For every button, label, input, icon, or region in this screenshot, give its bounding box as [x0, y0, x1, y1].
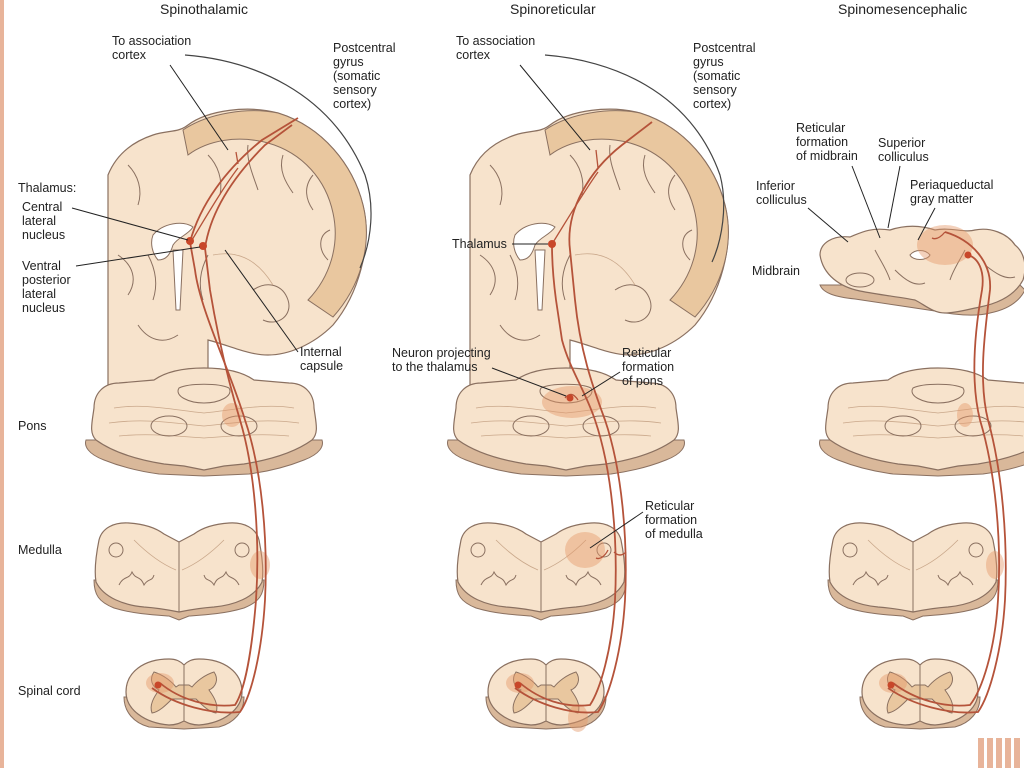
pontine-reticular-highlight	[542, 386, 602, 418]
cortex-arc	[544, 54, 725, 263]
label-reticular-formation-midbrain: Reticular formation of midbrain	[796, 121, 858, 163]
leader-reticular-midbrain	[851, 165, 881, 239]
leader-ventral-posterior	[75, 246, 201, 267]
medullary-branch	[595, 549, 627, 560]
spinomesencephalic-tract-1	[892, 254, 1000, 707]
label-ventral-posterior-lateral-nucleus: Ventral posterior lateral nucleus	[22, 259, 74, 315]
ventral-posterior-lateral-marker	[199, 242, 207, 250]
panel-spinomesencephalic: Spinomesencephalic Reticular formation o…	[752, 1, 1024, 730]
spinal-cord-section	[485, 658, 607, 730]
label-superior-colliculus: Superior colliculus	[878, 136, 929, 164]
central-lateral-nucleus-marker	[186, 237, 194, 245]
pontine-neuron-marker	[566, 394, 574, 402]
medulla-tract-highlight	[986, 551, 1004, 579]
label-to-association-cortex: To association cortex	[456, 34, 539, 62]
label-medulla: Medulla	[18, 543, 62, 557]
leader-neuron-projecting	[491, 367, 567, 397]
medulla-section	[827, 522, 999, 621]
spinothalamic-tract-1	[159, 124, 293, 707]
leader-reticular-medulla	[589, 511, 644, 549]
panel-spinoreticular: Spinoreticular To association cortex Pos…	[392, 1, 759, 732]
label-spinal-cord: Spinal cord	[18, 684, 81, 698]
corner-decoration	[978, 738, 1020, 768]
leader-internal-capsule	[224, 249, 299, 353]
cortex-section	[469, 108, 729, 411]
spinoreticular-tract-1	[519, 244, 617, 707]
medullary-reticular-highlight	[565, 532, 605, 568]
leader-to-association-cortex	[519, 64, 591, 151]
spinomesencephalic-tract-2	[887, 231, 1007, 714]
label-postcentral-gyrus: Postcentral gyrus (somatic sensory corte…	[333, 41, 399, 111]
periaqueductal-branch	[931, 231, 946, 240]
label-thalamus-heading: Thalamus:	[18, 181, 76, 195]
label-thalamus: Thalamus	[452, 237, 507, 251]
label-central-lateral-nucleus: Central lateral nucleus	[22, 200, 66, 242]
medulla-tract-highlight	[250, 551, 270, 579]
pons-tract-highlight	[957, 403, 973, 427]
leader-inferior-colliculus	[807, 207, 849, 243]
leader-periaqueductal	[917, 207, 936, 241]
dorsal-horn-marker	[514, 681, 522, 689]
label-midbrain: Midbrain	[752, 264, 800, 278]
dorsal-horn-marker	[887, 681, 895, 689]
slide-left-border	[0, 0, 4, 768]
periaqueductal-highlight	[917, 225, 973, 265]
cord-tract-highlight	[568, 704, 588, 732]
label-to-association-cortex: To association cortex	[112, 34, 195, 62]
thalamocortical-projection	[191, 151, 239, 241]
midbrain-termination-marker	[964, 251, 972, 259]
label-internal-capsule: Internal capsule	[300, 345, 345, 373]
label-reticular-formation-pons: Reticular formation of pons	[622, 346, 678, 388]
panel-title-spinoreticular: Spinoreticular	[510, 1, 596, 17]
label-postcentral-gyrus: Postcentral gyrus (somatic sensory corte…	[693, 41, 759, 111]
pontine-branch	[564, 393, 579, 401]
label-inferior-colliculus: Inferior colliculus	[756, 179, 807, 207]
thalamus-marker	[548, 240, 556, 248]
label-pons: Pons	[18, 419, 47, 433]
label-reticular-formation-medulla: Reticular formation of medulla	[645, 499, 703, 541]
pons-section	[818, 367, 1024, 477]
spinal-cord-section	[859, 658, 981, 730]
label-neuron-projecting: Neuron projecting to the thalamus	[392, 346, 494, 374]
leader-reticular-pons	[581, 371, 621, 397]
panel-spinothalamic: Spinothalamic To association cortex Post…	[18, 1, 399, 730]
thalamocortical-projection	[551, 149, 599, 245]
cortex-arc	[184, 54, 372, 269]
leader-central-lateral	[71, 207, 189, 241]
label-periaqueductal-gray: Periaqueductal gray matter	[910, 178, 997, 206]
panel-title-spinomesencephalic: Spinomesencephalic	[838, 1, 967, 17]
pons-section	[84, 367, 324, 477]
spinoreticular-tract-2	[514, 121, 653, 714]
panel-title-spinothalamic: Spinothalamic	[160, 1, 248, 17]
medulla-section	[93, 522, 265, 621]
leader-to-association-cortex	[169, 64, 229, 151]
dorsal-horn-marker	[154, 681, 162, 689]
spinothalamic-tract-2	[151, 117, 299, 714]
medulla-section	[455, 522, 627, 621]
leader-superior-colliculus	[887, 165, 901, 229]
spinal-cord-section	[123, 658, 245, 730]
